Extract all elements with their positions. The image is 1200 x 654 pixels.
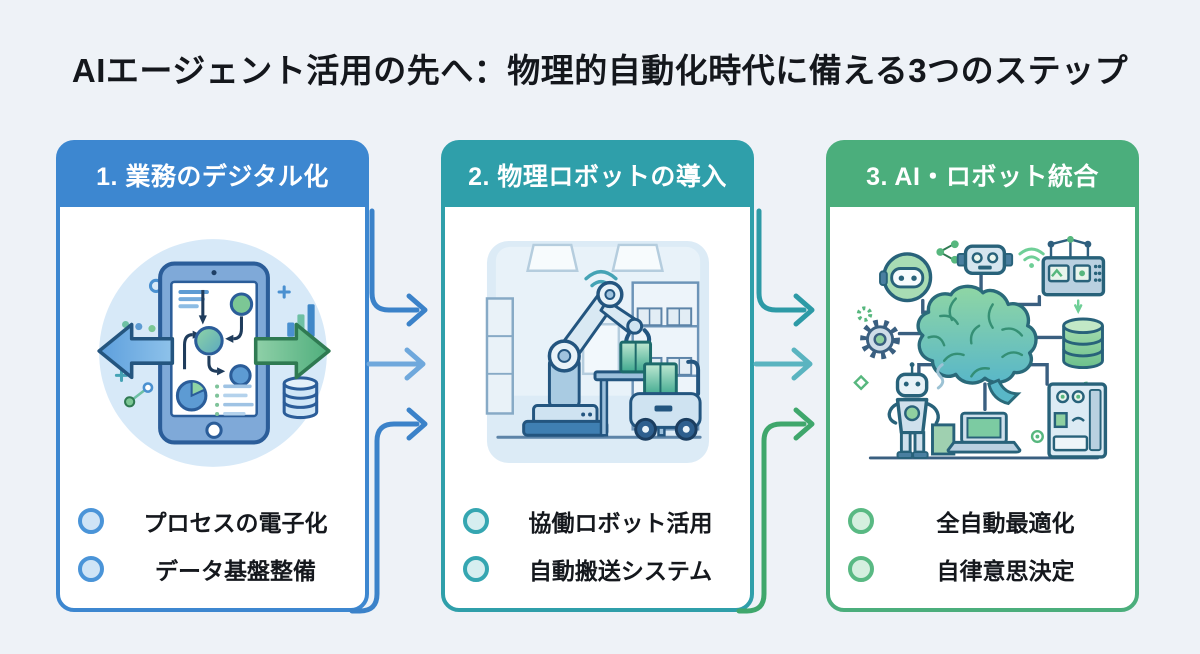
- step-1-title: 1. 業務のデジタル化: [96, 163, 329, 191]
- robot-arm-warehouse-illustration: [484, 229, 712, 477]
- bullet-label: 自動搬送システム: [528, 558, 713, 584]
- bullet-circle-icon: [848, 508, 874, 534]
- step-2-header: 2. 物理ロボットの導入: [444, 143, 751, 207]
- bullet-circle-icon: [78, 508, 104, 534]
- bullet-label: 全自動最適化: [936, 510, 1075, 536]
- step-1-bullet-1: プロセスの電子化: [78, 504, 365, 538]
- ai-brain-network-illustration: [847, 229, 1119, 477]
- step-card-2: 2. 物理ロボットの導入: [441, 140, 754, 612]
- bullet-label: プロセスの電子化: [143, 510, 328, 536]
- step-1-bullet-2: データ基盤整備: [78, 552, 365, 586]
- bullet-label: 協働ロボット活用: [528, 510, 713, 536]
- step-3-title: 3. AI・ロボット統合: [866, 163, 1099, 191]
- tablet-digital-workflow-illustration: [91, 229, 335, 477]
- bullet-circle-icon: [463, 508, 489, 534]
- bullet-label: データ基盤整備: [155, 558, 316, 584]
- step-2-bullet-2: 自動搬送システム: [463, 552, 750, 586]
- step-1-header: 1. 業務のデジタル化: [59, 143, 366, 207]
- step-3-bullet-1: 全自動最適化: [848, 504, 1135, 538]
- step-2-bullet-1: 協働ロボット活用: [463, 504, 750, 538]
- step-2-title: 2. 物理ロボットの導入: [468, 163, 727, 191]
- arrow-right-icon: [369, 208, 428, 327]
- bullet-circle-icon: [848, 556, 874, 582]
- step-card-3: 3. AI・ロボット統合: [826, 140, 1139, 612]
- step-3-header: 3. AI・ロボット統合: [829, 143, 1136, 207]
- step-card-1: 1. 業務のデジタル化: [56, 140, 369, 612]
- page-title: AIエージェント活用の先へ：物理的自動化時代に備える3つのステップ: [71, 52, 1129, 89]
- bullet-label: 自律意思決定: [936, 558, 1075, 584]
- arrow-right-icon: [366, 347, 426, 381]
- bullet-circle-icon: [78, 556, 104, 582]
- step-3-bullet-2: 自律意思決定: [848, 552, 1135, 586]
- bullet-circle-icon: [463, 556, 489, 582]
- arrow-right-icon: [753, 347, 813, 381]
- arrow-right-icon: [756, 208, 815, 327]
